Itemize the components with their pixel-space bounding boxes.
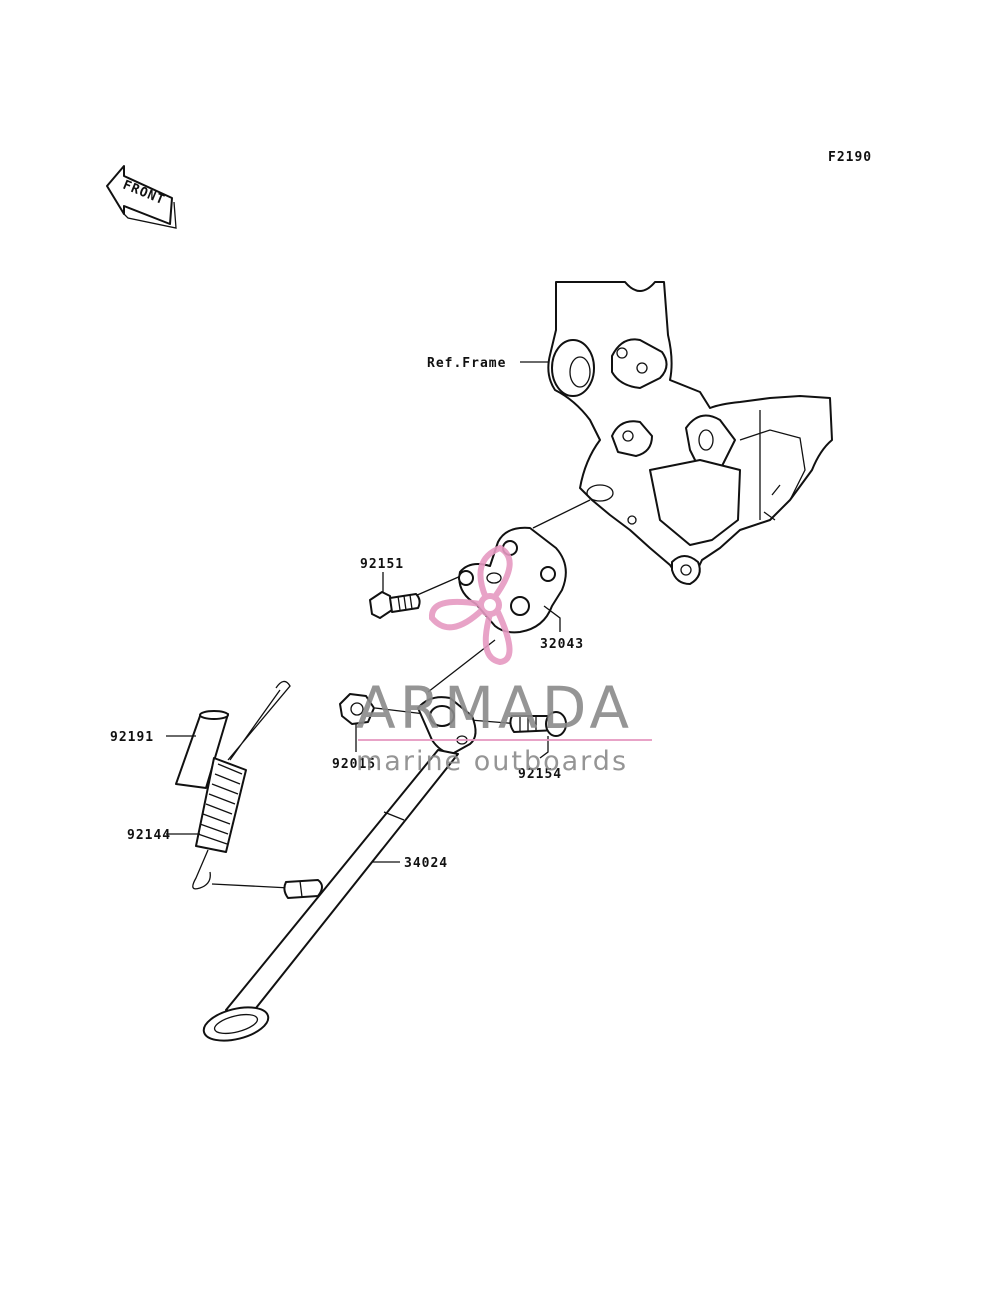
watermark-tagline: marine outboards — [356, 746, 628, 777]
diagram-code: F2190 — [828, 150, 872, 165]
label-92191: 92191 — [110, 730, 154, 745]
propeller-logo-icon — [428, 544, 513, 666]
frame-drawing — [547, 281, 833, 585]
label-92144: 92144 — [127, 828, 171, 843]
spring-cover-92191 — [175, 710, 229, 789]
nut-92015 — [339, 693, 375, 725]
label-34024: 34024 — [404, 856, 448, 871]
label-32043: 32043 — [540, 637, 584, 652]
label-92015: 92015 — [332, 757, 376, 772]
front-arrow-icon: FRONT — [106, 165, 177, 229]
leader-92154 — [539, 736, 549, 759]
bolt-92151 — [369, 591, 421, 619]
bolt-92154 — [509, 711, 567, 737]
spring-pin — [283, 879, 323, 899]
leader-32043 — [543, 605, 561, 632]
spring-92144 — [192, 680, 291, 890]
ref-frame-label: Ref.Frame — [427, 356, 506, 371]
label-92151: 92151 — [360, 557, 404, 572]
label-92154: 92154 — [518, 767, 562, 782]
watermark: ARMADA marine outboards — [356, 544, 652, 777]
watermark-brand: ARMADA — [356, 674, 633, 742]
